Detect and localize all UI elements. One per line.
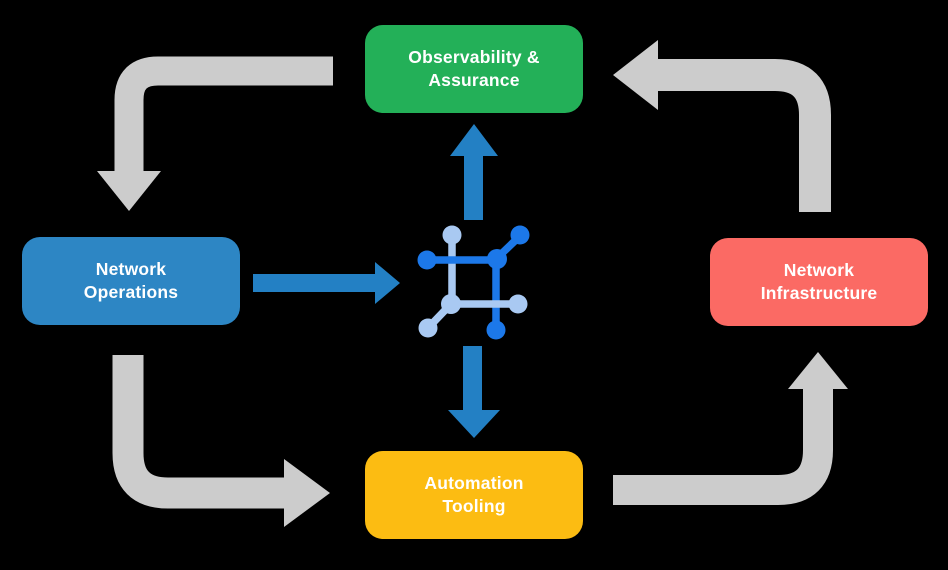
arrowhead-down-icon (448, 410, 500, 438)
arrowhead-up-icon (788, 352, 848, 389)
cycle-arrow-top-right (613, 40, 831, 212)
cycle-arrow-bottom-left (112, 355, 330, 527)
icon-node-light (418, 318, 438, 338)
cycle-arrow-bottom-right (613, 352, 848, 505)
cycle-arrow-elbow (658, 59, 831, 212)
arrow-shaft (253, 274, 375, 292)
node-label: Observability & Assurance (408, 47, 540, 90)
arrow-shaft (463, 346, 482, 412)
icon-node-light (442, 225, 462, 245)
node-automation-tooling: Automation Tooling (365, 451, 583, 539)
icon-node-light (508, 294, 528, 314)
cycle-arrow-top-left (97, 56, 333, 211)
flow-arrow-icon-to-automation (448, 346, 500, 438)
arrow-shaft (464, 154, 483, 220)
network-platform-icon (417, 225, 530, 340)
arrowhead-up-icon (450, 124, 498, 156)
icon-node-dark (417, 250, 437, 270)
icon-node-dark (510, 225, 530, 245)
node-network-operations: Network Operations (22, 237, 240, 325)
icon-node-dark (487, 249, 507, 269)
node-label: Network Infrastructure (760, 260, 878, 303)
icon-node-light (441, 294, 461, 314)
cycle-arrow-elbow (613, 389, 833, 505)
arrowhead-down-icon (97, 171, 161, 211)
node-network-infrastructure: Network Infrastructure (710, 238, 928, 326)
arrowhead-right-icon (375, 262, 400, 304)
arrowhead-right-icon (284, 459, 330, 527)
node-label: Automation Tooling (424, 473, 524, 516)
cycle-arrow-elbow (114, 56, 333, 172)
node-observability-assurance: Observability & Assurance (365, 25, 583, 113)
arrowhead-left-icon (613, 40, 658, 110)
icon-node-dark (486, 320, 506, 340)
flow-arrow-operations-to-icon (253, 262, 400, 304)
flow-arrow-icon-to-observability (450, 124, 498, 220)
node-label: Network Operations (83, 259, 179, 302)
cycle-arrow-elbow (112, 355, 284, 509)
